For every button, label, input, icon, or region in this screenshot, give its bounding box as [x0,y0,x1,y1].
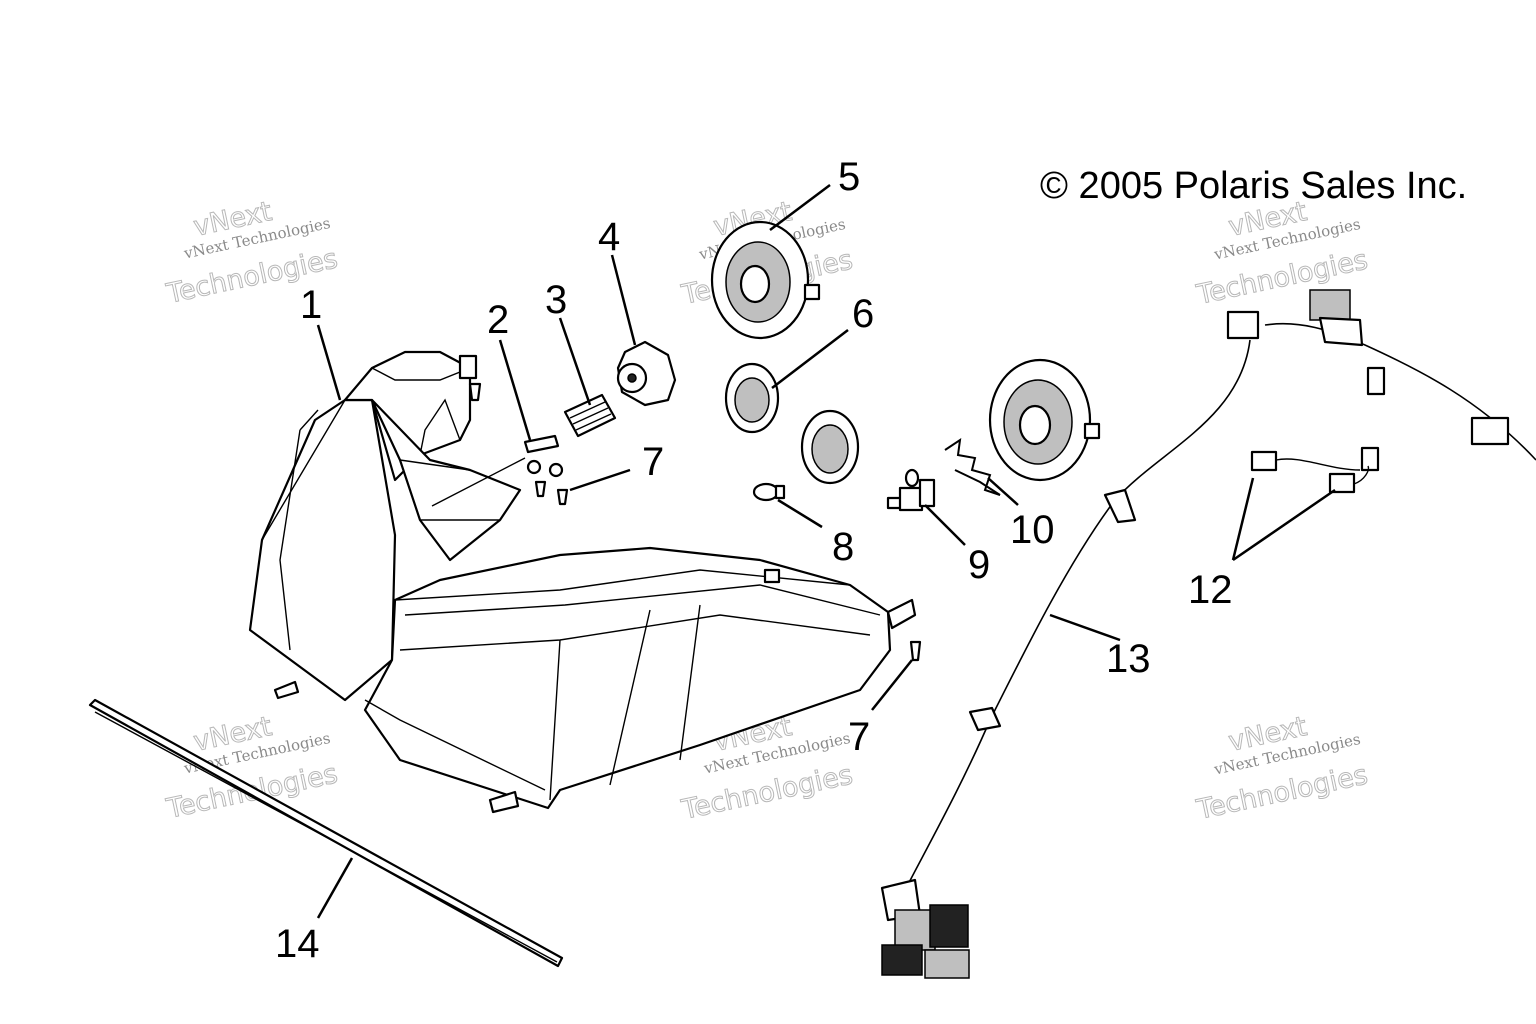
part-bulb-cover-upper [710,220,821,340]
callout-8: 8 [832,525,854,569]
callout-9: 9 [968,543,990,587]
callout-7-lower: 7 [848,715,870,759]
part-trim-strip [88,698,564,968]
callout-13: 13 [1106,637,1151,681]
part-bulb-cover-lower [988,358,1101,482]
part-socket-pigtails [1250,446,1380,494]
part-small-bulb [752,482,786,502]
part-screws [468,382,922,662]
part-adjuster-knob [616,340,677,407]
callout-2: 2 [487,298,509,342]
callout-10: 10 [1010,508,1055,552]
leader-lines [316,184,1336,919]
callout-1: 1 [300,283,322,327]
watermark-bottom-left: vNext vNext Technologies Technologies [163,711,341,826]
watermark-bottom-right: vNext vNext Technologies Technologies [1193,711,1371,827]
callout-7-upper: 7 [642,440,664,484]
part-spring [563,393,617,438]
callout-labels: 1 2 3 4 5 6 7 7 8 9 10 12 13 14 [275,155,1233,966]
part-retaining-clip [944,437,1001,496]
callout-6: 6 [852,292,874,336]
part-wire-harness [880,289,1536,979]
callout-3: 3 [545,278,567,322]
callout-4: 4 [598,215,620,259]
callout-14: 14 [275,922,320,966]
callout-5: 5 [838,155,860,199]
part-headlight-bulb [886,468,936,512]
part-bulb-socket-rings [724,362,860,485]
part-adjuster-clip [431,434,564,507]
callout-12: 12 [1188,568,1233,612]
part-headlight-housing [248,350,917,814]
copyright-notice: © 2005 Polaris Sales Inc. [1040,165,1467,207]
